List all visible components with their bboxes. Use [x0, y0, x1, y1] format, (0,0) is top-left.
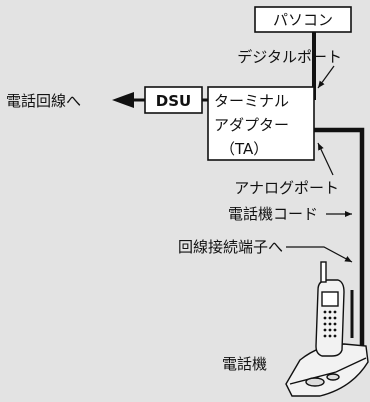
line-arrowhead [112, 92, 134, 108]
ta-label-line1: ターミナル [214, 92, 289, 110]
analog-port-label: アナログポート [234, 179, 339, 197]
dsu-label: DSU [156, 92, 191, 110]
analog-port-pointer [317, 142, 334, 176]
phone-cord-label: 電話機コード [228, 205, 318, 223]
pasokon-box: パソコン [254, 6, 352, 33]
dsu-box: DSU [144, 86, 203, 114]
pasokon-label: パソコン [273, 11, 333, 29]
ta-label-line2: アダプター [214, 116, 289, 134]
kaisen-terminal-pointer [286, 246, 353, 263]
ta-to-phone-cable [314, 127, 365, 352]
terminal-adapter-box: ターミナル アダプター （TA） [207, 86, 315, 161]
digital-port-pointer [317, 65, 335, 89]
digital-port-label: デジタルポート [237, 48, 342, 66]
kaisen-terminal-label: 回線接続端子へ [178, 238, 283, 256]
cordless-phone-icon [285, 261, 369, 397]
phone-label: 電話機 [222, 355, 267, 373]
denwa-kaisen-label: 電話回線へ [6, 92, 81, 110]
ta-label-line3: （TA） [220, 140, 268, 158]
